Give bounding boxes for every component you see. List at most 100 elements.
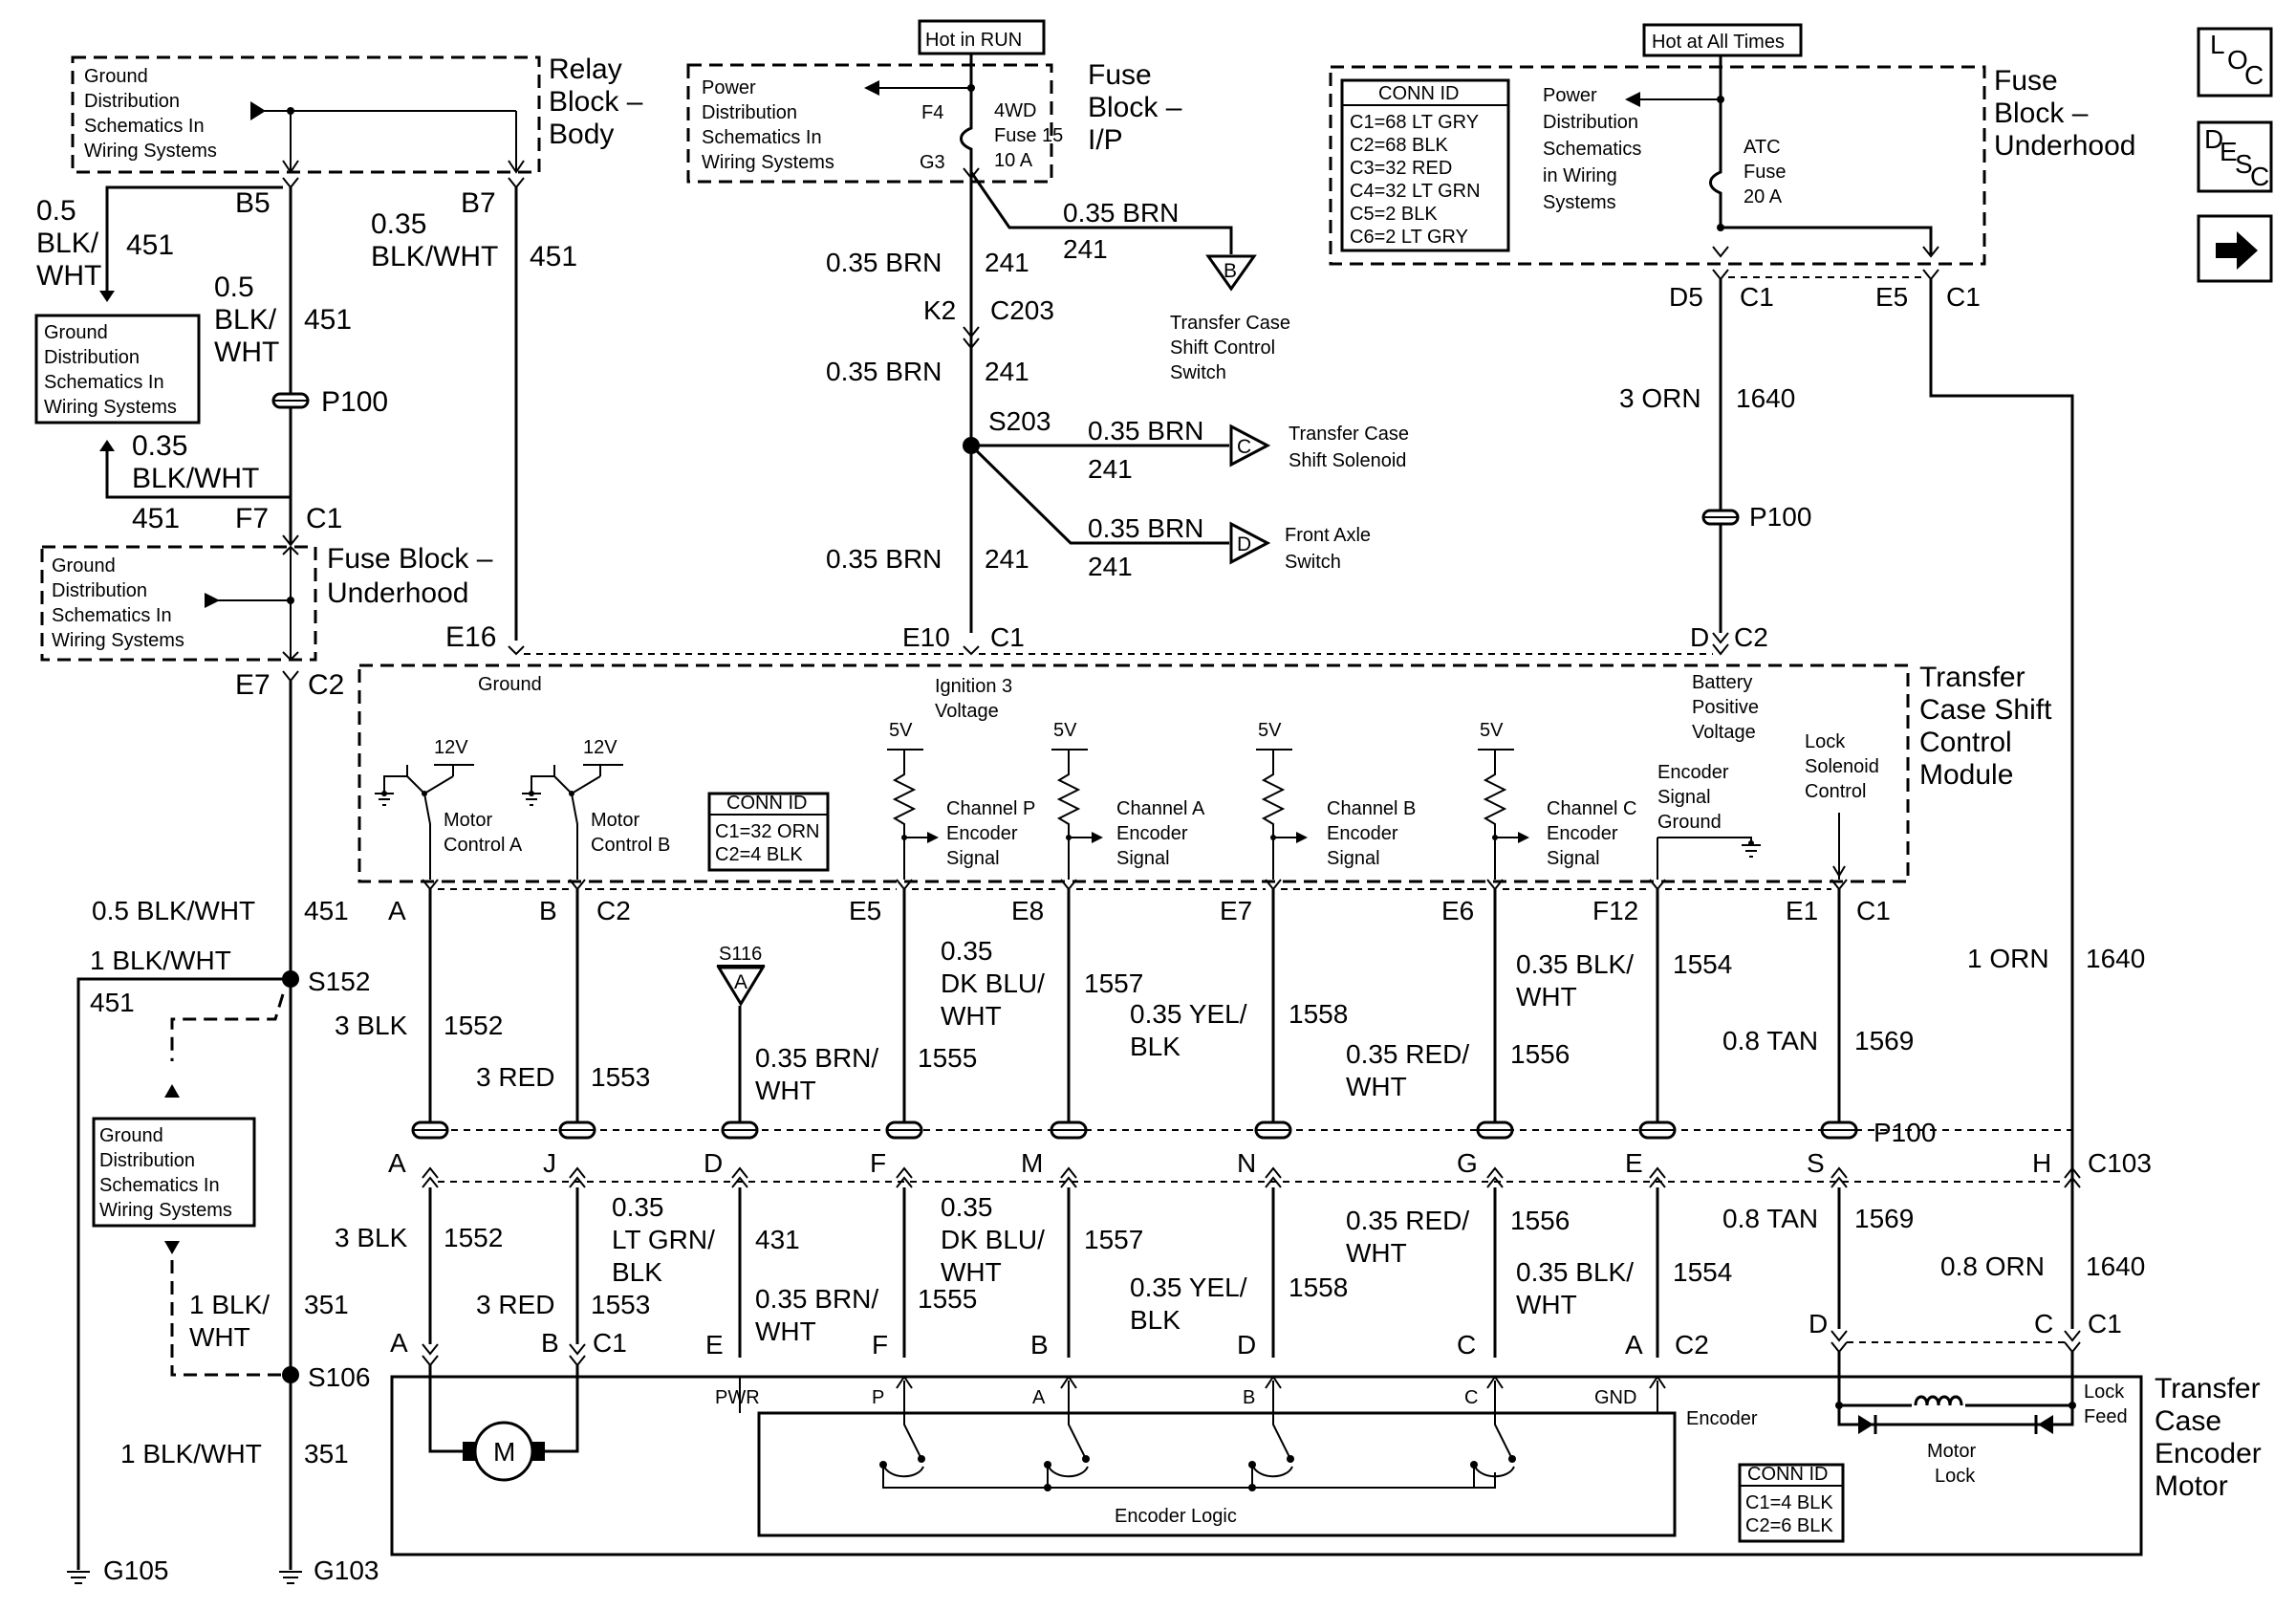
ign3-1: Ignition 3: [935, 676, 1012, 697]
wire-red-mid-2: WHT: [1346, 1072, 1407, 1101]
ground-dist-ref-3: Schematics In: [84, 116, 205, 137]
fuse-uh-left-1: Fuse Block –: [327, 543, 493, 575]
circ-451c: 451: [530, 241, 577, 272]
wire-dkblu-mid-2: DK BLU/: [941, 968, 1045, 998]
wire-blk-low-1: 0.35 BLK/: [1516, 1257, 1634, 1287]
wire-dkblu-low-1: 0.35: [941, 1192, 993, 1222]
pin-b-motor: B: [541, 1328, 559, 1358]
wire-brn-3: 0.35 BRN: [826, 357, 942, 386]
wire-brnwht-mid-1: 0.35 BRN/: [755, 1043, 878, 1073]
circ-451-mid: 451: [304, 896, 349, 925]
pin-b5: B5: [235, 187, 271, 219]
pin-c2-left: C2: [308, 669, 344, 701]
circ-1556-low: 1556: [1510, 1206, 1570, 1235]
gnd-ref-a-3: Schematics In: [44, 372, 164, 393]
pwr-ref-ip-2: Distribution: [702, 102, 797, 123]
connector-c-triangle: [1229, 424, 1271, 468]
chc-1: Channel C: [1547, 798, 1637, 819]
motor-title-2: Case: [2155, 1405, 2221, 1437]
conn-c103: C103: [2088, 1148, 2152, 1178]
circ-1556-mid: 1556: [1510, 1039, 1570, 1069]
pin-e5-mod: E5: [849, 896, 881, 925]
loc-c: C: [2244, 60, 2264, 90]
w035b-2: BLK/WHT: [132, 463, 259, 494]
circ-1552-low: 1552: [444, 1223, 503, 1252]
pin-c1-motor: C1: [593, 1328, 627, 1358]
chb-3: Signal: [1327, 848, 1380, 869]
splice-s203-label: S203: [988, 406, 1051, 436]
relay-block-title-2: Block –: [549, 86, 643, 118]
fuse-atc-icon: [1709, 99, 1933, 254]
wire-red-low-1: 0.35 RED/: [1346, 1206, 1469, 1235]
circ-451b: 451: [304, 304, 352, 336]
circ-1558-low: 1558: [1289, 1273, 1348, 1302]
enc-c: C: [1464, 1387, 1478, 1408]
ground-dist-ref: Ground: [84, 66, 148, 87]
ign3-2: Voltage: [935, 701, 999, 722]
v5-p: 5V: [889, 720, 913, 741]
wire-red-mid-1: 0.35 RED/: [1346, 1039, 1469, 1069]
tcscm-title-2: Case Shift: [1919, 694, 2052, 726]
pin-e8-mod: E8: [1011, 896, 1044, 925]
circ-241-branch: 241: [1063, 234, 1108, 264]
wire-ltgrn-3: BLK: [612, 1257, 662, 1287]
pin-e10: E10: [902, 622, 950, 652]
pwr-ref-uh-5: Systems: [1543, 192, 1616, 213]
wire-dkblu-mid-1: 0.35: [941, 936, 993, 966]
enc-gnd: GND: [1594, 1387, 1636, 1408]
wire-dkblu-low-3: WHT: [941, 1257, 1002, 1287]
lock-feed-1: Lock: [2084, 1382, 2125, 1403]
chc-3: Signal: [1547, 848, 1600, 869]
wire-1blk-bottom: 1 BLK/WHT: [120, 1439, 262, 1469]
relay-block-title: Relay: [549, 54, 622, 85]
motor-lock-1: Motor: [1927, 1441, 1976, 1462]
next-page-button[interactable]: [2197, 214, 2273, 283]
loc-button[interactable]: L O C: [2197, 27, 2273, 98]
ground-g103-icon: [279, 1571, 302, 1584]
wire-dkblu-low-2: DK BLU/: [941, 1225, 1045, 1254]
pin-n-p100: N: [1237, 1148, 1256, 1178]
pin-c2-right: C2: [1734, 622, 1768, 652]
desc-button[interactable]: D E S C: [2197, 120, 2273, 193]
chb-2: Encoder: [1327, 823, 1398, 844]
connector-b-triangle: [1205, 254, 1257, 292]
pwr-ref-uh-3: Schematics: [1543, 139, 1641, 160]
circ-241-2: 241: [985, 248, 1029, 277]
hot-at-all-times-label: Hot at All Times: [1652, 32, 1785, 53]
fa-d-1: Front Axle: [1285, 525, 1371, 546]
wire-brnwht-low-1: 0.35 BRN/: [755, 1284, 878, 1314]
cha-2: Encoder: [1116, 823, 1188, 844]
v12-a: 12V: [434, 737, 468, 758]
relay-block-title-3: Body: [549, 119, 614, 150]
circ-1640-mid: 1640: [2086, 944, 2145, 973]
chp-1: Channel P: [946, 798, 1035, 819]
v5-c: 5V: [1480, 720, 1504, 741]
encoder-label: Encoder: [1686, 1408, 1758, 1429]
tcscm-title-3: Control: [1919, 727, 2012, 758]
pwr-ref-uh-2: Distribution: [1543, 112, 1638, 133]
pin-e-motor: E: [705, 1330, 724, 1360]
wire-3orn: 3 ORN: [1619, 383, 1701, 413]
gnd-ref-c-1: Ground: [99, 1125, 163, 1146]
cha-3: Signal: [1116, 848, 1170, 869]
motor-title-4: Motor: [2155, 1470, 2228, 1502]
pin-c2-mod: C2: [596, 896, 631, 925]
s116-a: A: [734, 971, 747, 993]
lock-feed-2: Feed: [2084, 1406, 2128, 1427]
fa-d-2: Switch: [1285, 552, 1341, 573]
connector-s116-triangle: [716, 966, 766, 1007]
wire-yel-low-2: BLK: [1130, 1305, 1180, 1335]
sol-c-2: Shift Solenoid: [1289, 450, 1406, 471]
wire-yel-mid-2: BLK: [1130, 1032, 1180, 1061]
diode-icon-2: [2036, 1415, 2053, 1434]
wire-brn-branch: 0.35 BRN: [1063, 198, 1179, 228]
pin-e1-mod: E1: [1786, 896, 1818, 925]
desc-d: D: [2204, 124, 2223, 154]
circ-1554-mid: 1554: [1673, 949, 1732, 979]
splice-s106-label: S106: [308, 1362, 370, 1392]
wire-ltgrn-2: LT GRN/: [612, 1225, 715, 1254]
pin-f-motor: F: [872, 1330, 888, 1360]
wire-ltgrn-1: 0.35: [612, 1192, 664, 1222]
v12-b: 12V: [583, 737, 617, 758]
